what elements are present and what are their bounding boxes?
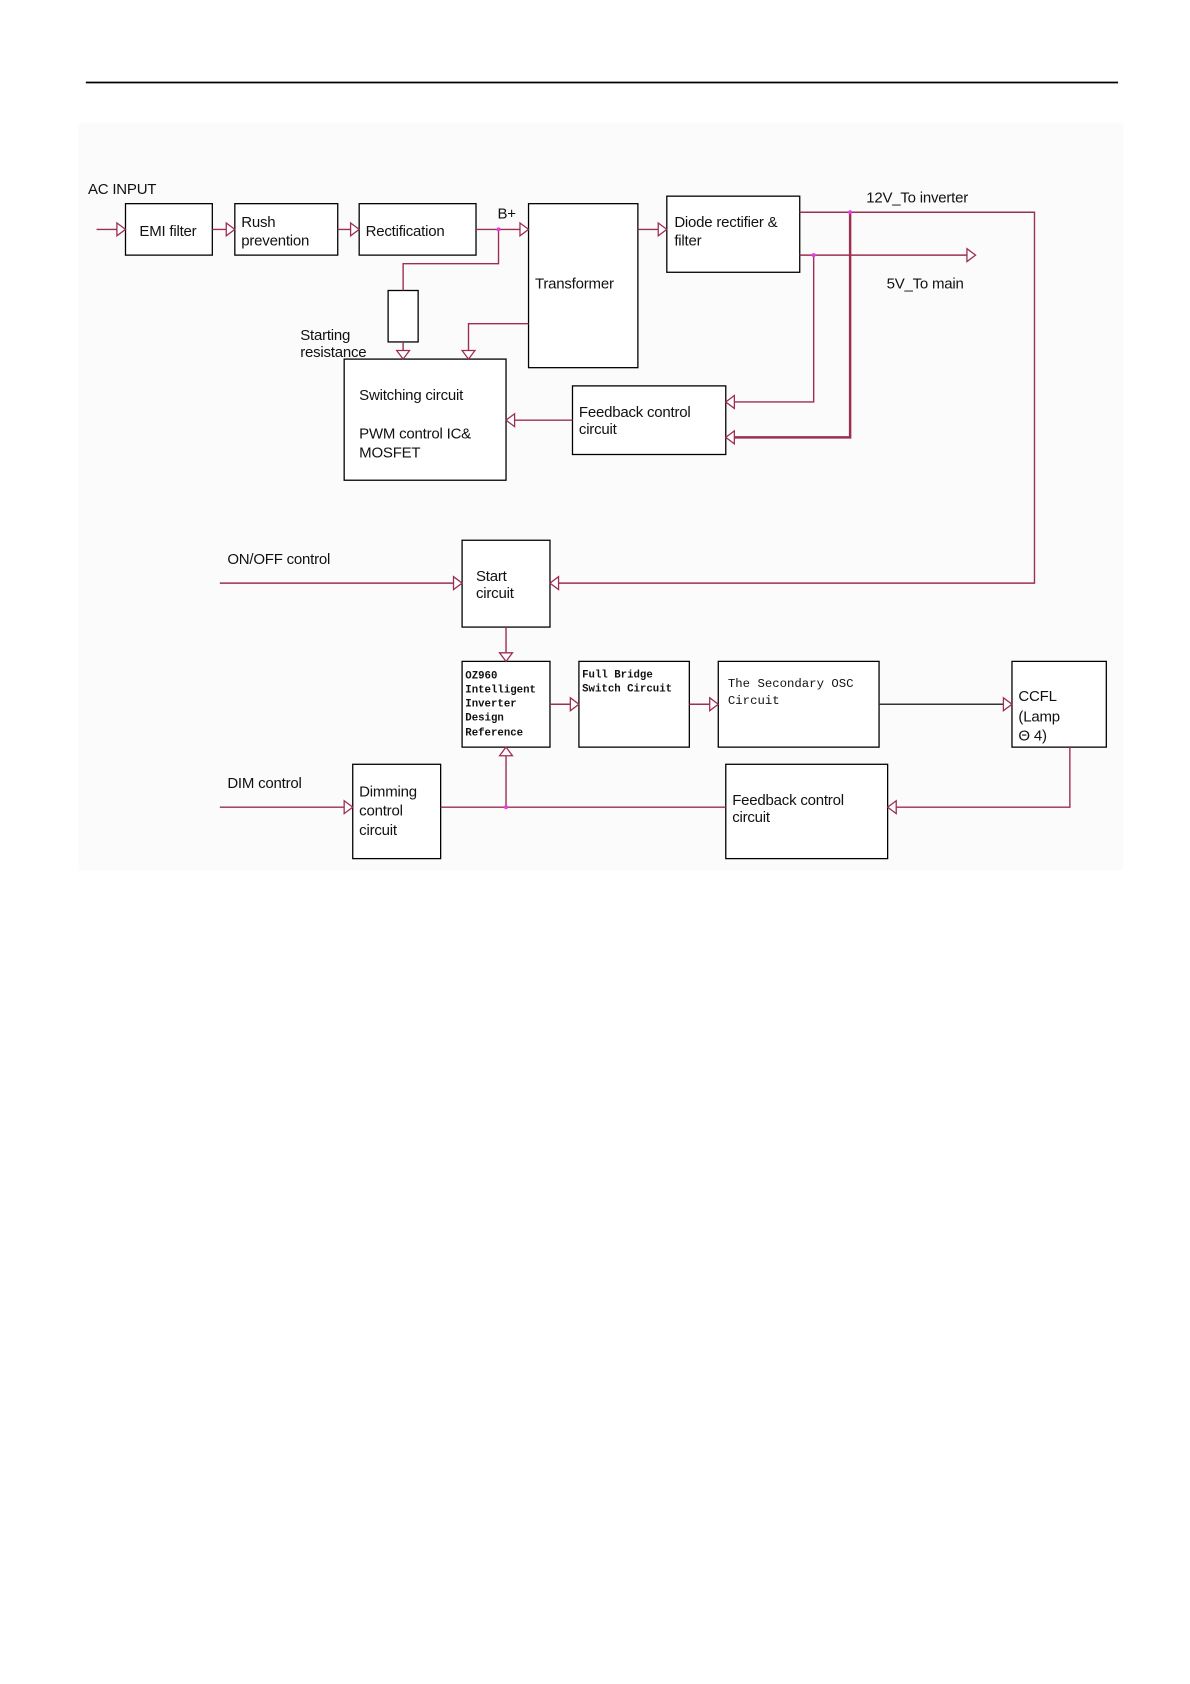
- oz960-text-line5: Reference: [465, 727, 523, 739]
- dimming-control-text-line3: circuit: [359, 822, 398, 839]
- arrow-into-switching-from-resistor: [395, 349, 411, 361]
- full-bridge-text-line1: Full Bridge: [582, 669, 653, 681]
- arrow-into-start-from-on-off: [452, 575, 464, 591]
- diode-rectifier-text-line1: Diode rectifier &: [674, 214, 777, 231]
- junction-5v: [811, 253, 816, 258]
- junction-dim-feedback: [503, 805, 509, 810]
- start-circuit-text-line2: circuit: [476, 585, 515, 602]
- feedback-control-power-text-line1: Feedback control: [579, 404, 691, 421]
- emi-filter-block: [124, 203, 213, 256]
- out-5v-label: 5V_To main: [887, 275, 964, 292]
- transformer-to-switching-wire: [467, 323, 529, 360]
- arrow-into-ccfl: [1002, 696, 1014, 712]
- rectification-text: Rectification: [366, 223, 445, 240]
- ccfl-text-line2: (Lamp: [1018, 708, 1059, 725]
- rectification-block: [358, 203, 477, 256]
- arrow-into-transformer: [519, 221, 530, 238]
- secondary-osc-text-line1: The Secondary OSC: [728, 677, 854, 691]
- transformer-text: Transformer: [535, 275, 614, 292]
- ccfl-to-feedback-wire: [887, 747, 1071, 808]
- switching-circuit-text-line3: MOSFET: [359, 445, 420, 462]
- feedback-control-power-text-line2: circuit: [579, 421, 618, 438]
- arrow-into-full-bridge: [569, 696, 580, 712]
- arrow-into-rush-prevention: [225, 221, 236, 238]
- arrow-into-oz960-from-start: [498, 652, 514, 663]
- emi-filter-text: EMI filter: [139, 223, 196, 240]
- dimming-control-text-line1: Dimming: [359, 783, 417, 800]
- arrow-into-switching-from-feedback: [504, 412, 516, 428]
- arrow-into-feedback-12v: [724, 429, 735, 446]
- feedback-control-lamp-block: [725, 763, 889, 860]
- secondary-osc-text-line2: Circuit: [728, 694, 780, 708]
- oz960-text-line2: Intelligent: [465, 684, 536, 696]
- switching-circuit-text-line1: Switching circuit: [359, 387, 464, 404]
- diode-rectifier-block: [666, 195, 801, 273]
- oz960-text-line4: Design: [465, 712, 504, 724]
- starting-resistance-label-line2: resistance: [300, 344, 366, 361]
- arrow-into-feedback-lamp: [886, 799, 897, 815]
- ccfl-text-line1: CCFL: [1018, 688, 1056, 705]
- out-12v-wire: [549, 211, 1036, 584]
- full-bridge-text-line2: Switch Circuit: [582, 683, 672, 695]
- diode-rectifier-text-line2: filter: [674, 232, 701, 249]
- dim-control-label: DIM control: [227, 775, 301, 792]
- arrow-into-emi-filter: [116, 221, 127, 238]
- feedback-control-lamp-text-line2: circuit: [732, 809, 771, 826]
- arrow-into-dimming-control: [343, 799, 354, 815]
- arrow-into-oz960-from-feedback: [498, 746, 514, 757]
- switching-circuit-block: [343, 358, 507, 481]
- secondary-osc-block: [717, 660, 880, 748]
- bplus-to-starting-resistor-wire: [402, 229, 500, 291]
- oz960-text-line1: OZ960: [465, 671, 497, 683]
- rush-prevention-block: [234, 203, 339, 256]
- ccfl-text-line3: Θ 4): [1018, 728, 1047, 745]
- 5v-feedback-wire: [725, 255, 815, 403]
- start-circuit-text-line1: Start: [476, 568, 508, 585]
- arrow-into-start-from-12v: [548, 575, 560, 591]
- arrow-into-rectification: [349, 221, 361, 238]
- b-plus-label: B+: [497, 206, 516, 223]
- full-bridge-block: [578, 660, 690, 748]
- junction-12v: [848, 210, 853, 215]
- arrow-into-feedback-5v: [724, 394, 735, 410]
- dimming-control-text-line2: control: [359, 803, 403, 820]
- feedback-control-lamp-text-line1: Feedback control: [732, 792, 844, 809]
- arrow-into-secondary-osc: [709, 696, 720, 712]
- rush-prevention-text-line2: prevention: [241, 232, 309, 249]
- transformer-block: [527, 203, 639, 369]
- oz960-text-line3: Inverter: [465, 698, 516, 710]
- 12v-feedback-wire: [725, 212, 852, 439]
- starting-resistor-block: [387, 289, 419, 343]
- on-off-control-label: ON/OFF control: [227, 551, 330, 568]
- arrow-into-switching-from-transformer: [460, 349, 477, 361]
- switching-circuit-text-line2: PWM control IC&: [359, 425, 471, 442]
- rush-prevention-text-line1: Rush: [241, 214, 275, 231]
- arrow-into-diode-rectifier: [657, 221, 668, 238]
- junction-bplus: [496, 227, 501, 232]
- dimming-control-block: [352, 763, 442, 860]
- arrow-out-5v: [966, 247, 977, 263]
- ac-input-label: AC INPUT: [88, 181, 156, 198]
- out-12v-label: 12V_To inverter: [866, 190, 968, 207]
- starting-resistance-label-line1: Starting: [300, 327, 350, 344]
